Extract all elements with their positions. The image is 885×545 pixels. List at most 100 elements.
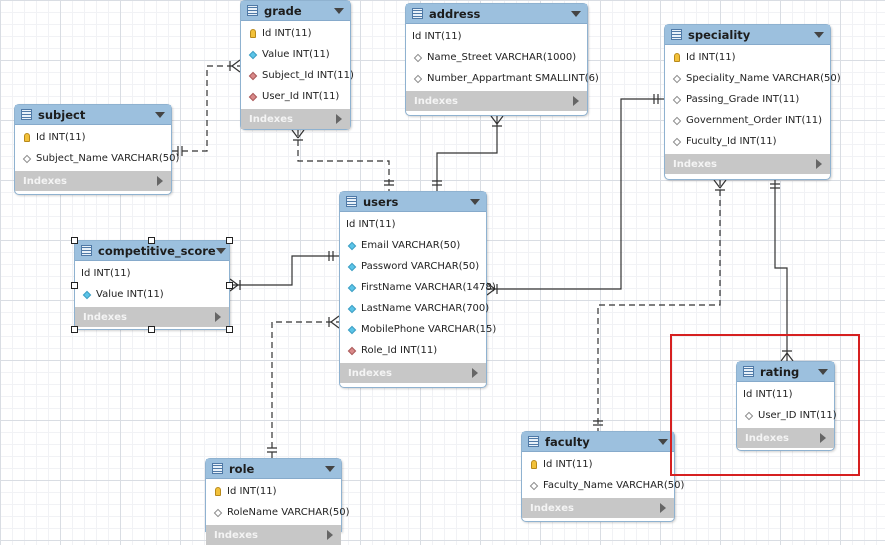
column-row[interactable]: Value INT(11) bbox=[241, 44, 350, 65]
column-label: RoleName VARCHAR(50) bbox=[227, 507, 350, 518]
indexes-section[interactable]: Indexes bbox=[737, 428, 834, 448]
indexes-section[interactable]: Indexes bbox=[241, 109, 350, 129]
table-header[interactable]: subject bbox=[15, 105, 171, 125]
column-row[interactable]: Passing_Grade INT(11) bbox=[665, 89, 830, 110]
column-row[interactable]: Id INT(11) bbox=[340, 214, 486, 235]
column-row[interactable]: LastName VARCHAR(700) bbox=[340, 298, 490, 319]
column-row[interactable]: Email VARCHAR(50) bbox=[340, 235, 486, 256]
indexes-label: Indexes bbox=[673, 158, 717, 170]
column-row[interactable]: MobilePhone VARCHAR(15) bbox=[340, 319, 496, 340]
table-header[interactable]: address bbox=[406, 4, 587, 24]
indexes-label: Indexes bbox=[745, 432, 789, 444]
column-row[interactable]: User_ID INT(11) bbox=[737, 405, 837, 426]
column-row[interactable]: Id INT(11) bbox=[737, 384, 834, 405]
column-row[interactable]: Speciality_Name VARCHAR(50) bbox=[665, 68, 841, 89]
column-row[interactable]: Fuculty_Id INT(11) bbox=[665, 131, 830, 152]
table-faculty[interactable]: faculty Id INT(11) Faculty_Name VARCHAR(… bbox=[521, 431, 684, 522]
table-role[interactable]: role Id INT(11) RoleName VARCHAR(50) Ind… bbox=[205, 458, 350, 545]
indexes-section[interactable]: Indexes bbox=[406, 91, 587, 111]
column-label: Id INT(11) bbox=[346, 219, 396, 230]
chevron-down-icon[interactable] bbox=[814, 31, 824, 38]
chevron-right-icon[interactable] bbox=[573, 96, 579, 106]
column-row[interactable]: RoleName VARCHAR(50) bbox=[206, 502, 350, 523]
chevron-down-icon[interactable] bbox=[325, 465, 335, 472]
chevron-right-icon[interactable] bbox=[816, 159, 822, 169]
table-rating[interactable]: rating Id INT(11) User_ID INT(11) Indexe… bbox=[736, 361, 837, 451]
table-header[interactable]: grade bbox=[241, 1, 350, 21]
column-row[interactable]: Id INT(11) bbox=[75, 263, 229, 284]
chevron-right-icon[interactable] bbox=[157, 176, 163, 186]
resize-handle[interactable] bbox=[148, 326, 155, 333]
indexes-section[interactable]: Indexes bbox=[522, 498, 674, 518]
chevron-down-icon[interactable] bbox=[215, 247, 226, 254]
table-header[interactable]: competitive_score bbox=[75, 241, 229, 261]
table-speciality[interactable]: speciality Id INT(11) Speciality_Name VA… bbox=[664, 24, 841, 180]
column-row[interactable]: Value INT(11) bbox=[75, 284, 229, 305]
table-competitive-score[interactable]: competitive_score Id INT(11) Value INT(1… bbox=[74, 240, 230, 330]
indexes-section[interactable]: Indexes bbox=[75, 307, 229, 327]
table-subject[interactable]: subject Id INT(11) Subject_Name VARCHAR(… bbox=[14, 104, 179, 195]
chevron-down-icon[interactable] bbox=[658, 438, 668, 445]
selection-highlight bbox=[670, 334, 860, 476]
chevron-right-icon[interactable] bbox=[327, 530, 333, 540]
indexes-section[interactable]: Indexes bbox=[340, 363, 486, 383]
chevron-right-icon[interactable] bbox=[472, 368, 478, 378]
resize-handle[interactable] bbox=[226, 282, 233, 289]
marker-many bbox=[328, 315, 340, 329]
table-users[interactable]: users Id INT(11) Email VARCHAR(50) Passw… bbox=[339, 191, 496, 388]
column-row[interactable]: Id INT(11) bbox=[241, 23, 350, 44]
resize-handle[interactable] bbox=[71, 282, 78, 289]
column-label: Value INT(11) bbox=[96, 289, 164, 300]
table-header[interactable]: rating bbox=[737, 362, 834, 382]
chevron-down-icon[interactable] bbox=[155, 111, 165, 118]
table-header[interactable]: users bbox=[340, 192, 486, 212]
marker-one bbox=[770, 183, 780, 189]
column-row[interactable]: FirstName VARCHAR(1478) bbox=[340, 277, 496, 298]
column-diamond-icon bbox=[21, 154, 33, 163]
column-row[interactable]: Role_Id INT(11) bbox=[340, 340, 486, 361]
chevron-right-icon[interactable] bbox=[336, 114, 342, 124]
resize-handle[interactable] bbox=[226, 237, 233, 244]
column-row[interactable]: Faculty_Name VARCHAR(50) bbox=[522, 475, 684, 496]
column-row[interactable]: Id INT(11) bbox=[206, 481, 341, 502]
resize-handle[interactable] bbox=[226, 326, 233, 333]
indexes-section[interactable]: Indexes bbox=[206, 525, 341, 545]
table-address[interactable]: address Id INT(11) Name_Street VARCHAR(1… bbox=[405, 3, 599, 116]
column-row[interactable]: Subject_Id INT(11) bbox=[241, 65, 354, 86]
column-row[interactable]: User_Id INT(11) bbox=[241, 86, 350, 107]
table-header[interactable]: role bbox=[206, 459, 341, 479]
column-label: LastName VARCHAR(700) bbox=[361, 303, 490, 314]
foreign-key-diamond-icon bbox=[346, 346, 358, 355]
chevron-down-icon[interactable] bbox=[571, 10, 581, 17]
table-icon bbox=[346, 196, 357, 207]
column-row[interactable]: Id INT(11) bbox=[665, 47, 830, 68]
indexes-label: Indexes bbox=[530, 502, 574, 514]
chevron-down-icon[interactable] bbox=[334, 7, 344, 14]
chevron-right-icon[interactable] bbox=[215, 312, 221, 322]
chevron-down-icon[interactable] bbox=[470, 198, 480, 205]
column-row[interactable]: Id INT(11) bbox=[522, 454, 674, 475]
resize-handle[interactable] bbox=[148, 237, 155, 244]
relationship-speciality-users bbox=[487, 98, 664, 290]
indexes-section[interactable]: Indexes bbox=[15, 171, 171, 191]
chevron-down-icon[interactable] bbox=[818, 368, 828, 375]
column-row[interactable]: Id INT(11) bbox=[406, 26, 587, 47]
resize-handle[interactable] bbox=[71, 237, 78, 244]
indexes-section[interactable]: Indexes bbox=[665, 154, 830, 174]
table-icon bbox=[412, 8, 423, 19]
column-row[interactable]: Name_Street VARCHAR(1000) bbox=[406, 47, 587, 68]
column-row[interactable]: Password VARCHAR(50) bbox=[340, 256, 486, 277]
table-header[interactable]: faculty bbox=[522, 432, 674, 452]
marker-one bbox=[432, 180, 442, 186]
column-row[interactable]: Government_Order INT(11) bbox=[665, 110, 830, 131]
column-row[interactable]: Subject_Name VARCHAR(50) bbox=[15, 148, 179, 169]
column-row[interactable]: Id INT(11) bbox=[15, 127, 171, 148]
column-diamond-icon bbox=[212, 508, 224, 517]
resize-handle[interactable] bbox=[71, 326, 78, 333]
column-row[interactable]: Number_Appartmant SMALLINT(6) bbox=[406, 68, 599, 89]
chevron-right-icon[interactable] bbox=[660, 503, 666, 513]
relationship-grade-users bbox=[297, 130, 390, 191]
chevron-right-icon[interactable] bbox=[820, 433, 826, 443]
table-header[interactable]: speciality bbox=[665, 25, 830, 45]
table-grade[interactable]: grade Id INT(11) Value INT(11) Subject_I… bbox=[240, 0, 354, 130]
